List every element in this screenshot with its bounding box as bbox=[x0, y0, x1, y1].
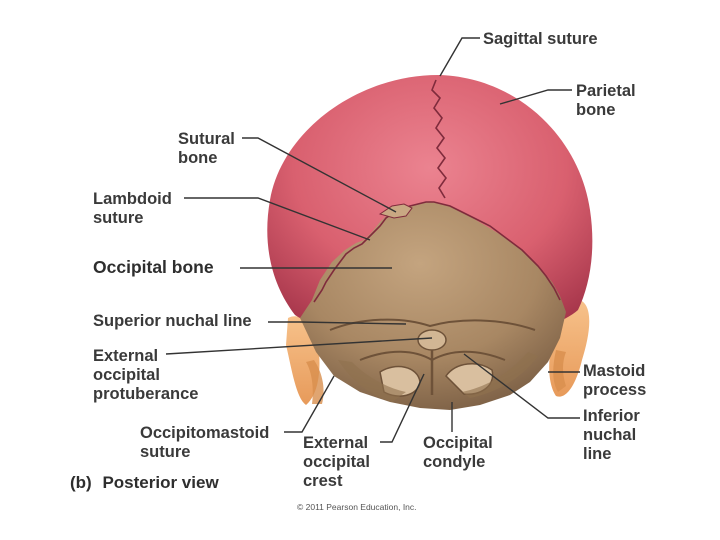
label-parietal-bone: Parietal bone bbox=[576, 82, 636, 119]
figure-caption: (b) Posterior view bbox=[70, 473, 219, 492]
external-occipital-protuberance bbox=[417, 329, 447, 351]
label-external-occipital-crest: External occipital crest bbox=[303, 434, 370, 490]
leader-lambdoid-suture bbox=[184, 197, 371, 241]
leader-lines bbox=[165, 37, 580, 443]
mastoid-notch-left bbox=[306, 360, 324, 404]
label-lambdoid-suture: Lambdoid suture bbox=[93, 190, 172, 227]
label-external-occipital-protuberance: External occipital protuberance bbox=[93, 347, 199, 403]
leader-external-occipital-crest bbox=[380, 373, 425, 443]
label-sagittal-suture: Sagittal suture bbox=[483, 30, 598, 48]
leader-sagittal-suture bbox=[439, 37, 480, 77]
mastoid-notch-right bbox=[553, 350, 566, 392]
label-superior-nuchal-line: Superior nuchal line bbox=[93, 312, 252, 330]
leader-parietal-bone bbox=[499, 89, 572, 105]
label-mastoid-process: Mastoid process bbox=[583, 362, 647, 399]
leader-sutural-bone bbox=[242, 137, 397, 213]
leader-superior-nuchal-line bbox=[268, 321, 407, 325]
sagittal-suture-line bbox=[431, 79, 447, 199]
sutural-bone bbox=[378, 203, 413, 219]
caption-text: Posterior view bbox=[102, 473, 219, 492]
occipital-base-shadow-right bbox=[462, 352, 538, 398]
label-occipitomastoid-suture: Occipitomastoid suture bbox=[140, 424, 270, 461]
superior-nuchal-ridge bbox=[329, 318, 536, 331]
leader-external-occipital-protuberance bbox=[165, 337, 433, 355]
copyright-notice: © 2011 Pearson Education, Inc. bbox=[297, 502, 417, 512]
label-occipital-condyle: Occipital condyle bbox=[423, 434, 493, 471]
leader-inferior-nuchal-line bbox=[463, 353, 580, 419]
label-inferior-nuchal-line: Inferior nuchal line bbox=[583, 407, 640, 463]
caption-letter: (b) bbox=[70, 473, 92, 492]
label-sutural-bone: Sutural bone bbox=[178, 130, 235, 167]
occipital-base-shadow bbox=[338, 360, 406, 402]
leader-occipitomastoid-suture bbox=[284, 375, 335, 433]
lambdoid-suture-line bbox=[313, 201, 561, 303]
label-occipital-bone: Occipital bone bbox=[93, 257, 214, 277]
